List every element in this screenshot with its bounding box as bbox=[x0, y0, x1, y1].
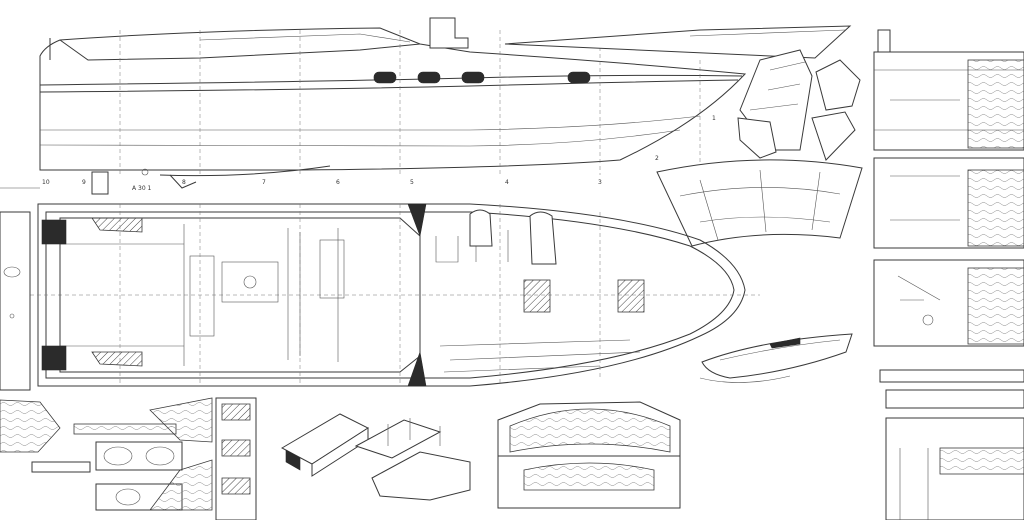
hull-plan-view bbox=[30, 203, 760, 387]
station-number: 1 bbox=[712, 115, 716, 122]
station-number: 4 bbox=[505, 179, 509, 186]
profile-label: A 30 1 bbox=[132, 185, 152, 192]
right-column-frames bbox=[873, 29, 1024, 520]
station-number: 3 bbox=[598, 179, 602, 186]
deck-strip-part bbox=[504, 25, 852, 59]
station-number: 8 bbox=[182, 179, 186, 186]
porthole bbox=[373, 71, 397, 84]
hull-side-profile: 10 9 8 7 6 5 4 3 2 1 A 30 1 bbox=[39, 27, 747, 195]
station-number: 7 bbox=[262, 179, 266, 186]
bracket-part bbox=[429, 17, 469, 49]
station-number: 5 bbox=[410, 179, 414, 186]
deck-hatch bbox=[523, 279, 551, 313]
porthole bbox=[461, 71, 485, 84]
transom-frame-part bbox=[497, 401, 681, 509]
left-margin-parts bbox=[0, 187, 40, 391]
porthole bbox=[417, 71, 441, 84]
curved-deck-panel bbox=[656, 159, 863, 247]
station-number: 2 bbox=[655, 155, 659, 162]
bottom-left-parts bbox=[0, 397, 257, 520]
deck-hatch bbox=[617, 279, 645, 313]
station-number: 10 bbox=[42, 179, 50, 186]
side-panel bbox=[41, 345, 67, 371]
seat-frame-parts bbox=[280, 413, 471, 501]
station-number: 6 bbox=[336, 179, 340, 186]
seat-assembly-part bbox=[737, 49, 861, 161]
side-panel bbox=[41, 219, 67, 245]
porthole bbox=[567, 71, 591, 84]
station-number: 9 bbox=[82, 179, 86, 186]
boat-perspective-sketch bbox=[699, 333, 853, 383]
